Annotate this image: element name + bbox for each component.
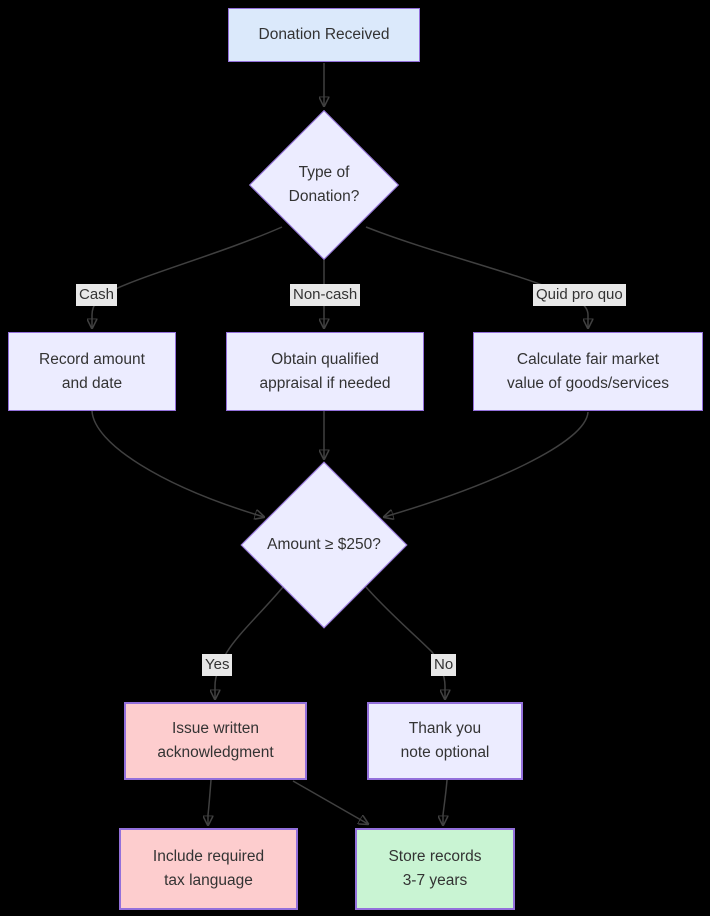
node-type-of-donation-label: Type of Donation? bbox=[288, 164, 360, 205]
node-issue-acknowledgment-label: Issue written acknowledgment bbox=[157, 720, 274, 761]
edge-label-no: No bbox=[431, 654, 457, 676]
node-thank-you-label: Thank you note optional bbox=[400, 720, 490, 761]
node-include-required-tax-language: Include required tax language bbox=[119, 828, 298, 910]
edge-ack-to-store bbox=[292, 780, 368, 824]
node-calculate-fmv-label: Calculate fair market value of goods/ser… bbox=[507, 350, 669, 392]
edge-thanks-to-store bbox=[443, 779, 447, 825]
node-obtain-qualified-appraisal: Obtain qualified appraisal if needed bbox=[226, 332, 424, 411]
edge-fmv-to-amount bbox=[384, 411, 589, 517]
node-type-of-donation-decision: Type of Donation? bbox=[249, 110, 399, 260]
edge-label-cash: Cash bbox=[76, 284, 118, 306]
node-donation-received: Donation Received bbox=[228, 8, 420, 62]
node-obtain-appraisal-label: Obtain qualified appraisal if needed bbox=[259, 350, 391, 392]
node-issue-written-acknowledgment: Issue written acknowledgment bbox=[124, 702, 307, 780]
edge-label-quid-pro-quo: Quid pro quo bbox=[533, 284, 626, 306]
edge-ack-to-tax bbox=[208, 779, 211, 825]
node-thank-you-note-optional: Thank you note optional bbox=[367, 702, 523, 780]
node-tax-language-label: Include required tax language bbox=[152, 848, 265, 889]
edge-label-yes: Yes bbox=[202, 654, 233, 676]
edge-amount-to-ack bbox=[215, 586, 284, 699]
edge-type-to-fmv bbox=[365, 226, 588, 328]
node-amount-250-decision: Amount ≥ $250? bbox=[240, 461, 408, 629]
node-record-amount-label: Record amount and date bbox=[39, 350, 145, 392]
node-calculate-fair-market-value: Calculate fair market value of goods/ser… bbox=[473, 332, 703, 411]
node-donation-received-label: Donation Received bbox=[258, 26, 390, 43]
node-store-records-3-7-years: Store records 3-7 years bbox=[355, 828, 515, 910]
node-amount-250-label: Amount ≥ $250? bbox=[267, 536, 381, 553]
edge-amount-to-thanks bbox=[365, 586, 445, 699]
node-record-amount-and-date: Record amount and date bbox=[8, 332, 176, 411]
node-store-records-label: Store records 3-7 years bbox=[388, 848, 482, 889]
edge-type-to-record bbox=[92, 226, 283, 328]
edge-label-non-cash: Non-cash bbox=[290, 284, 361, 306]
edge-record-to-amount bbox=[91, 410, 264, 517]
